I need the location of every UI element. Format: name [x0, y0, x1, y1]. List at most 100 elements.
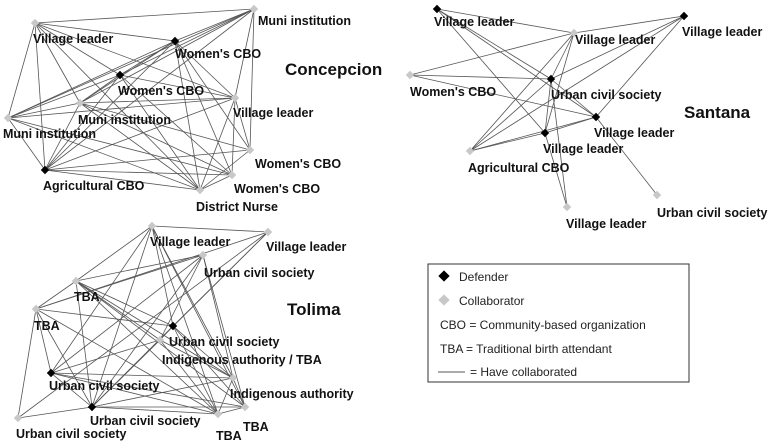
edge-tolima — [172, 325, 246, 408]
edge-concepcion — [119, 74, 233, 176]
legend-collaborator-label: Collaborator — [459, 294, 524, 308]
edge-concepcion — [119, 74, 236, 99]
node-label-tolima: TBA — [216, 429, 242, 443]
node-label-concepcion: Agricultural CBO — [43, 179, 145, 193]
edge-santana — [550, 78, 597, 118]
edge-concepcion — [7, 8, 255, 119]
edge-tolima — [159, 339, 234, 379]
collaborator-node-tolima — [198, 250, 208, 260]
edge-concepcion — [79, 97, 236, 104]
edge-concepcion — [44, 169, 233, 176]
legend: Defender Collaborator CBO = Community-ba… — [427, 263, 690, 383]
edge-tolima — [50, 372, 246, 408]
defender-node-santana — [432, 4, 442, 14]
edge-concepcion — [34, 8, 255, 24]
collaborator-node-concepcion — [245, 145, 255, 155]
collaborator-node-tolima — [31, 304, 41, 314]
edge-concepcion — [7, 22, 36, 119]
edge-concepcion — [119, 74, 201, 191]
defender-node-tolima — [87, 402, 97, 412]
edge-concepcion — [79, 74, 121, 104]
node-label-concepcion: Village leader — [233, 106, 314, 120]
network-title-tolima: Tolima — [287, 300, 341, 319]
node-label-santana: Urban civil society — [551, 88, 662, 102]
edge-tolima — [151, 225, 246, 408]
edge-concepcion — [174, 40, 236, 99]
node-label-santana: Village leader — [543, 142, 624, 156]
edge-tolima — [202, 254, 246, 408]
node-label-tolima: Urban civil society — [204, 266, 315, 280]
legend-cbo-definition: CBO = Community-based organization — [440, 318, 646, 332]
edge-concepcion — [79, 102, 201, 191]
edge-concepcion — [7, 102, 81, 119]
collaborator-node-santana — [569, 28, 579, 38]
defender-node-concepcion — [170, 36, 180, 46]
edge-tolima — [35, 308, 174, 327]
edge-tolima — [151, 225, 234, 379]
node-label-santana: Women's CBO — [410, 85, 496, 99]
edge-concepcion — [119, 8, 255, 76]
node-label-concepcion: Muni institution — [3, 127, 96, 141]
legend-tba-definition: TBA = Traditional birth attendant — [440, 342, 612, 356]
edge-concepcion — [34, 22, 236, 99]
edge-concepcion — [34, 22, 121, 76]
edge-concepcion — [231, 97, 236, 176]
edge-tolima — [17, 308, 37, 419]
collaborator-node-concepcion — [30, 18, 40, 28]
collaborator-node-concepcion — [75, 98, 85, 108]
edge-tolima — [75, 254, 204, 282]
edge-tolima — [91, 406, 219, 415]
edge-concepcion — [34, 22, 46, 171]
edge-tolima — [232, 377, 246, 408]
edge-concepcion — [44, 149, 251, 171]
edge-tolima — [151, 225, 269, 233]
edge-santana — [436, 8, 552, 80]
collaborator-node-tolima — [155, 335, 165, 345]
edge-tolima — [35, 308, 93, 408]
node-label-tolima: Village leader — [266, 240, 347, 254]
edge-concepcion — [34, 22, 201, 191]
collaborator-node-tolima — [13, 413, 23, 423]
edge-tolima — [50, 225, 153, 374]
collaborator-node-tolima — [147, 221, 157, 231]
node-label-santana: Agricultural CBO — [468, 161, 570, 175]
edge-tolima — [75, 280, 93, 408]
node-label-santana: Village leader — [566, 217, 647, 231]
edge-concepcion — [7, 117, 233, 176]
node-label-tolima: TBA — [74, 290, 100, 304]
edge-tolima — [35, 308, 52, 374]
edge-concepcion — [44, 102, 81, 171]
edge-santana — [409, 74, 597, 118]
nodes-layer — [3, 4, 689, 423]
edge-concepcion — [174, 40, 251, 151]
edge-santana — [469, 116, 597, 152]
edge-santana — [469, 78, 552, 152]
legend-box — [427, 263, 690, 383]
edge-concepcion — [44, 40, 176, 171]
legend-edge-label: = Have collaborated — [470, 365, 577, 379]
defender-node-concepcion — [40, 165, 50, 175]
legend-defender-label: Defender — [459, 270, 508, 284]
node-label-concepcion: Muni institution — [78, 113, 171, 127]
edge-tolima — [172, 325, 234, 379]
edge-tolima — [202, 254, 234, 379]
edge-concepcion — [79, 102, 251, 151]
defender-node-santana — [546, 74, 556, 84]
defender-node-santana — [679, 11, 689, 21]
edge-santana — [595, 116, 658, 196]
edge-santana — [469, 32, 575, 152]
edge-santana — [544, 132, 568, 208]
edge-santana — [436, 8, 597, 118]
node-label-santana: Village leader — [682, 25, 763, 39]
node-label-santana: Village leader — [575, 33, 656, 47]
edge-santana — [550, 32, 575, 80]
edge-concepcion — [44, 97, 236, 171]
collaborator-node-santana — [652, 190, 662, 200]
node-label-santana: Urban civil society — [657, 206, 768, 220]
edge-tolima — [50, 372, 93, 408]
node-label-concepcion: Women's CBO — [255, 157, 341, 171]
edge-concepcion — [7, 117, 46, 171]
edge-tolima — [75, 280, 246, 408]
edge-concepcion — [199, 149, 251, 191]
